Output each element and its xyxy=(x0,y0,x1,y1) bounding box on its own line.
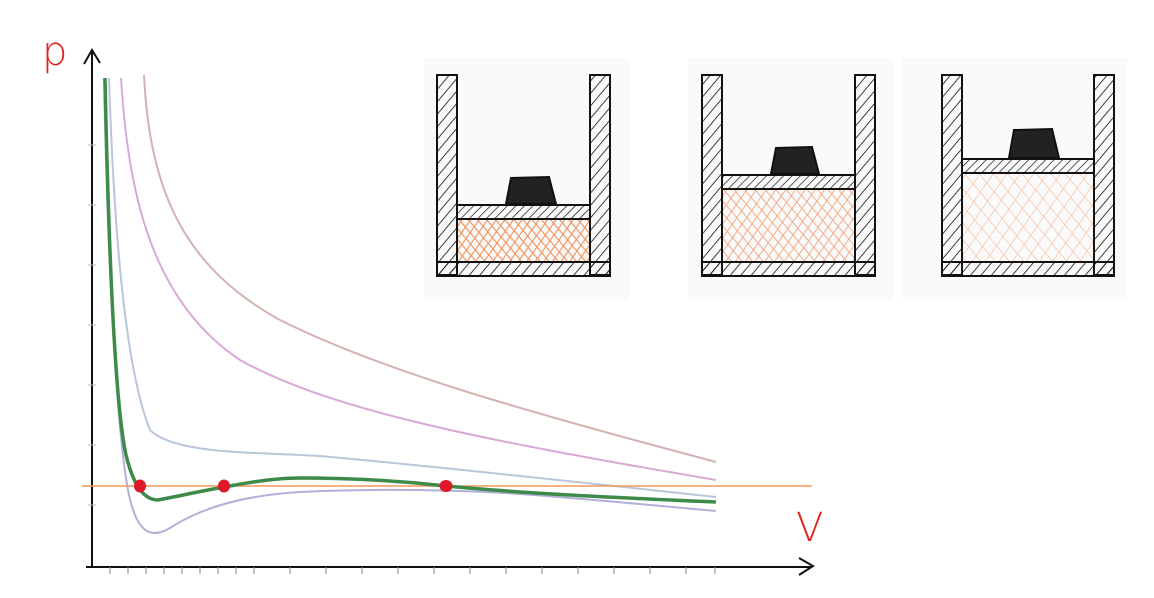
y-axis-label: p xyxy=(42,29,68,75)
point-vapor xyxy=(439,480,453,492)
x-axis-arrow xyxy=(798,557,815,576)
piston-plate xyxy=(456,204,591,220)
left-wall xyxy=(941,74,963,276)
right-wall xyxy=(1093,74,1115,276)
x-axis-label: V xyxy=(796,505,824,551)
isotherms xyxy=(103,74,717,535)
y-axis-arrow xyxy=(83,48,101,65)
bottom-wall xyxy=(436,261,611,277)
y-axis-ticks xyxy=(88,144,96,506)
piston-cylinder-1 xyxy=(436,74,611,277)
left-wall xyxy=(436,74,458,276)
bottom-wall xyxy=(701,261,876,277)
piston-plate xyxy=(721,174,856,190)
gas-region-crosshatch xyxy=(721,190,856,263)
x-axis-ticks xyxy=(109,567,716,574)
piston-cylinder-3 xyxy=(941,74,1115,277)
weight xyxy=(769,145,821,175)
right-wall xyxy=(589,74,611,276)
left-wall xyxy=(701,74,723,276)
axes xyxy=(83,48,815,576)
isotherm-highest xyxy=(143,74,717,463)
point-unstable xyxy=(218,479,230,493)
weight xyxy=(1007,127,1061,159)
intersection-points xyxy=(134,479,453,493)
isotherm-critical xyxy=(108,77,717,498)
piston-plate xyxy=(961,158,1095,174)
highlighted-isotherm xyxy=(103,77,717,504)
gas-region-crosshatch xyxy=(456,220,590,262)
gas-region-crosshatch xyxy=(961,174,1095,263)
isotherm-high xyxy=(120,77,717,481)
bottom-wall xyxy=(941,261,1115,277)
point-liquid xyxy=(134,479,146,493)
weight xyxy=(504,175,558,205)
piston-cylinder-2 xyxy=(701,74,876,277)
right-wall xyxy=(854,74,876,276)
